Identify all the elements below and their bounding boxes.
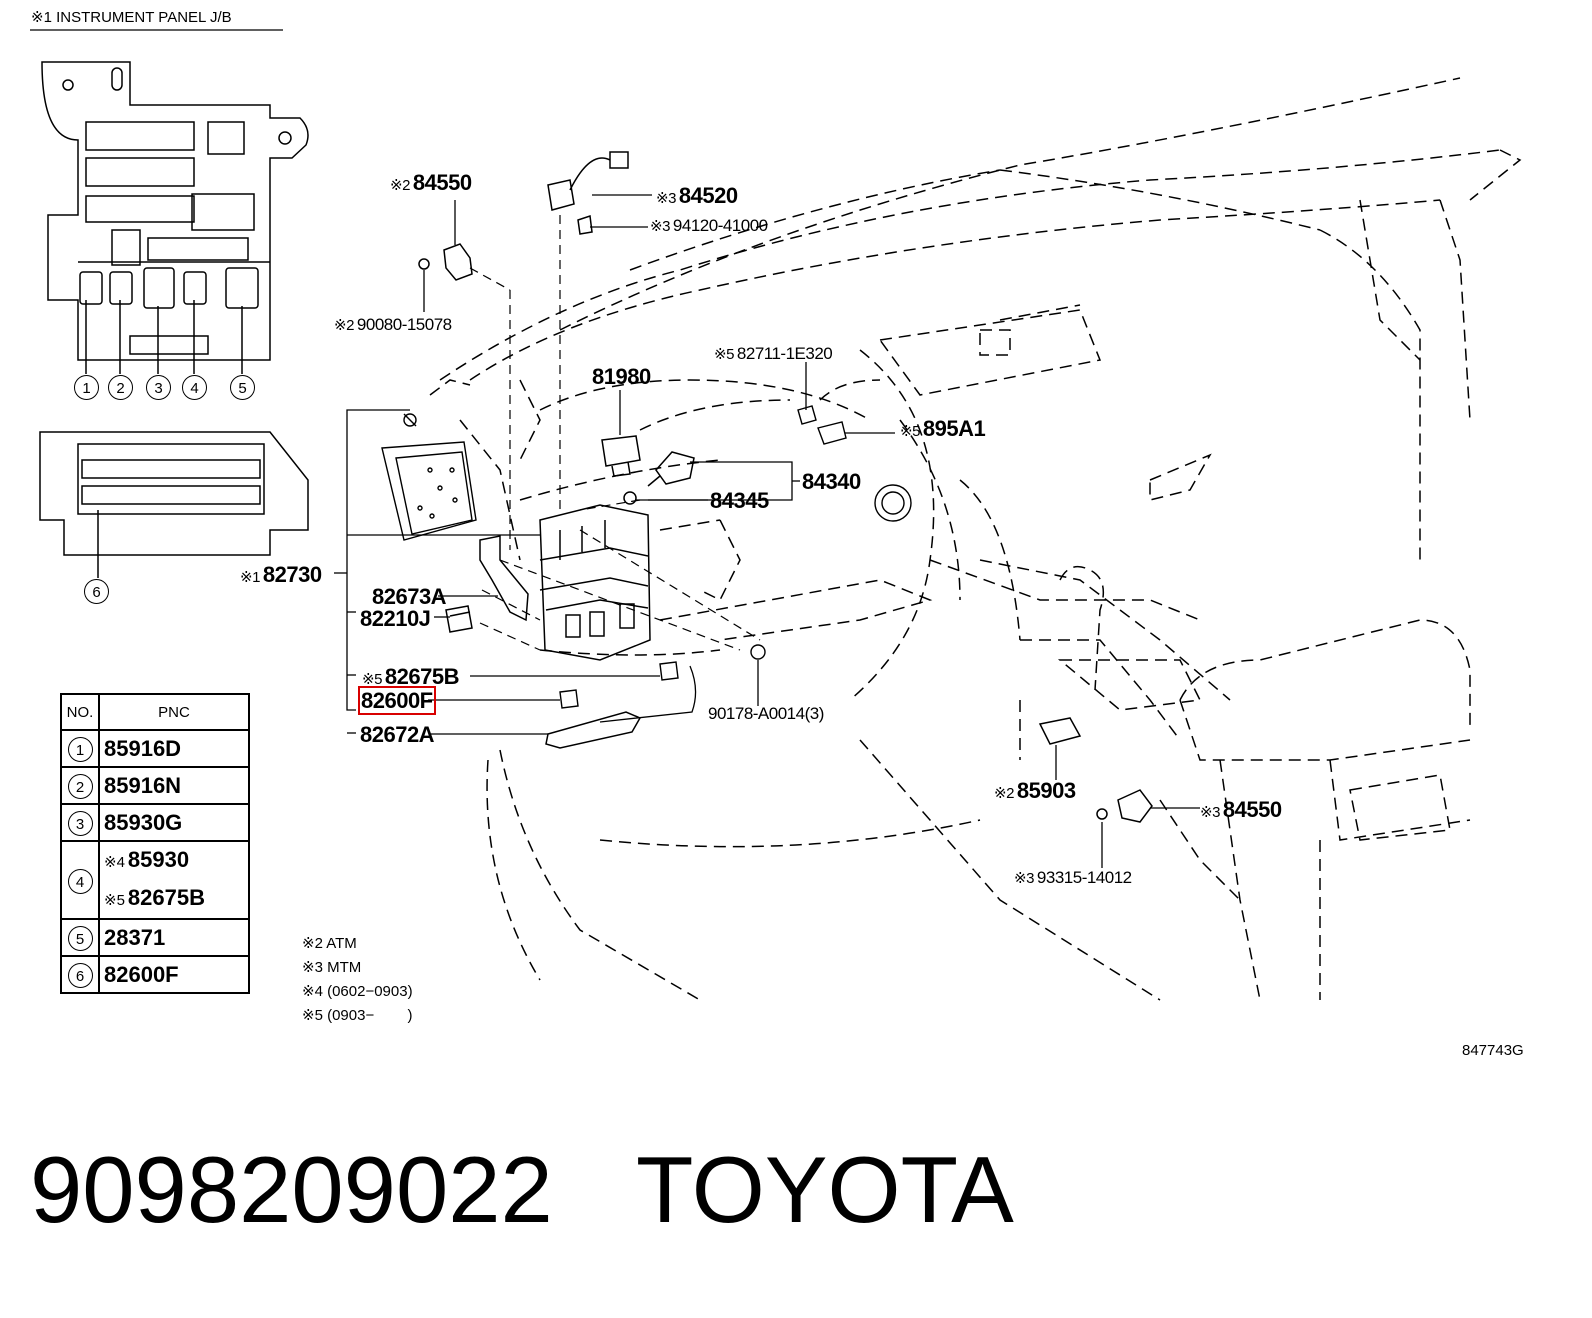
- row-number: 5: [67, 926, 93, 951]
- note-atm: ※2 ATM: [302, 935, 357, 952]
- part-label-84340[interactable]: 84340: [802, 469, 861, 494]
- part-label-82600f-highlighted[interactable]: 82600F: [358, 686, 436, 715]
- callout-3: 3: [146, 375, 171, 400]
- note-mtm: ※3 MTM: [302, 959, 362, 976]
- switch-84550-bottom-icon: [1096, 789, 1153, 823]
- pnc-table-header: NO. PNC: [60, 693, 250, 731]
- part-label-90178-a0014[interactable]: 90178-A0014(3): [708, 704, 824, 723]
- cover-82672a-icon: [545, 711, 642, 749]
- switch-84340-icon: [623, 451, 695, 505]
- connector-82711-icon: [797, 405, 847, 445]
- leader-lines: [334, 194, 1200, 868]
- switch-84550-icon: [418, 243, 473, 281]
- table-row: 3 85930G: [60, 803, 250, 842]
- bolt-90178-icon: [750, 644, 766, 660]
- junction-block-assembly-icon: [479, 504, 651, 661]
- row-number: 3: [67, 811, 93, 836]
- part-label-82210j[interactable]: 82210J: [360, 606, 431, 631]
- caption-brand: TOYOTA: [636, 1137, 1014, 1242]
- row-number: 1: [67, 737, 93, 762]
- relay-85903-icon: [1038, 717, 1082, 745]
- fuse-puller-82600f-icon: [559, 689, 579, 709]
- illustration-code: 847743G: [1462, 1042, 1524, 1059]
- relay-82210j-icon: [445, 605, 473, 633]
- pnc-value[interactable]: 82600F: [98, 955, 250, 994]
- sensor-84520-icon: [547, 151, 629, 235]
- table-row: 1 85916D: [60, 729, 250, 768]
- ecu-module-icon: [381, 413, 477, 541]
- part-label-81980[interactable]: 81980: [592, 364, 651, 389]
- pnc-value[interactable]: 85916D: [98, 729, 250, 768]
- pnc-value[interactable]: 28371: [98, 918, 250, 957]
- instrument-panel-jb-side-view: [39, 431, 309, 578]
- header-pnc: PNC: [98, 693, 250, 731]
- note-date-range-4: ※4 (0602−0903): [302, 983, 413, 1000]
- callout-5: 5: [230, 375, 255, 400]
- caption-part-number: 9098209022: [30, 1137, 553, 1242]
- instrument-panel-jb-front-view: [41, 61, 309, 374]
- callout-1: 1: [74, 375, 99, 400]
- buzzer-81980-icon: [601, 435, 641, 477]
- part-label-82672a[interactable]: 82672A: [360, 722, 435, 747]
- pnc-value[interactable]: 85916N: [98, 766, 250, 805]
- callout-4: 4: [182, 375, 207, 400]
- part-label-82673a[interactable]: 82673A: [372, 584, 447, 609]
- row-number: 2: [67, 774, 93, 799]
- dashed-connectors: [469, 215, 761, 651]
- vent-outline: [874, 484, 912, 522]
- pnc-value[interactable]: 85930G: [98, 803, 250, 842]
- callout-6: 6: [84, 579, 109, 604]
- callout-2: 2: [108, 375, 133, 400]
- table-row: 2 85916N: [60, 766, 250, 805]
- row-number: 4: [67, 868, 93, 894]
- clip-82675b-icon: [659, 661, 679, 681]
- note-date-range-5: ※5 (0903− ): [302, 1007, 413, 1024]
- row-number: 6: [67, 963, 93, 988]
- table-row: 5 28371: [60, 918, 250, 957]
- part-label-84345[interactable]: 84345: [710, 488, 769, 513]
- dashboard-outline: [429, 77, 1522, 1001]
- diagram-title: ※1 INSTRUMENT PANEL J/B: [31, 9, 232, 26]
- table-row: 6 82600F: [60, 955, 250, 994]
- header-no: NO.: [60, 693, 100, 731]
